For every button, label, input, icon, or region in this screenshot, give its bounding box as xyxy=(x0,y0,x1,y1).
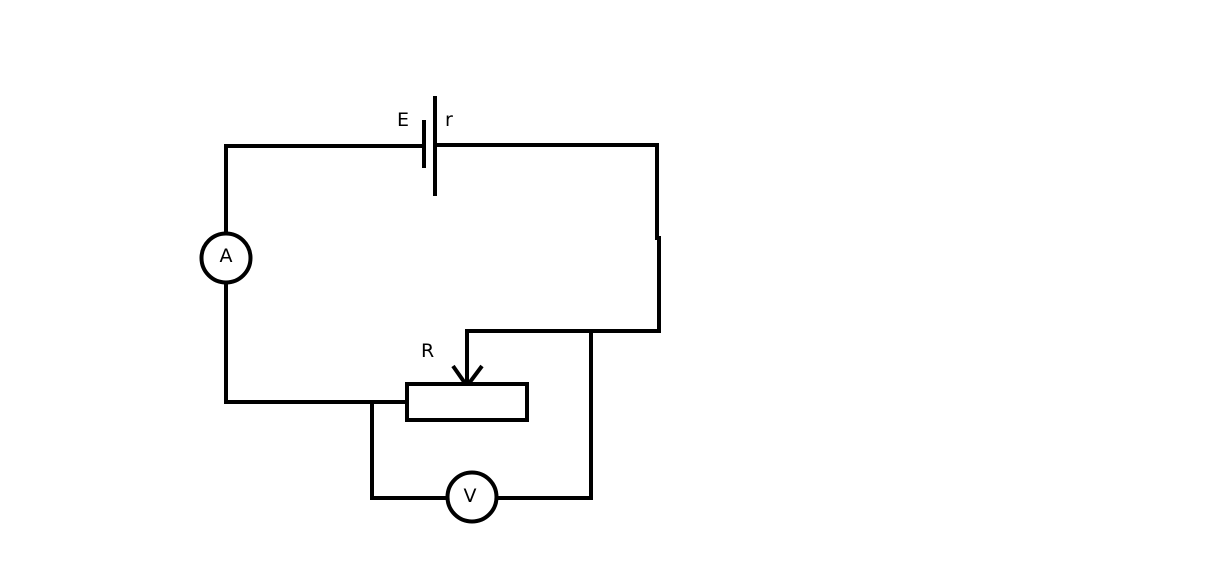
voltmeter-label: V xyxy=(464,485,477,507)
ammeter-label: A xyxy=(220,245,233,267)
ammeter-circle xyxy=(199,231,253,285)
rheostat-body xyxy=(405,382,529,422)
voltmeter-circle xyxy=(445,470,499,524)
wire-voltmeter-left-branch xyxy=(370,402,448,500)
battery-internal-resistance-label: r xyxy=(445,109,453,131)
battery-emf-label: E xyxy=(397,109,409,131)
wire-voltmeter-right-branch xyxy=(496,331,593,500)
wire-left-lower xyxy=(224,282,408,404)
wire-right-vertical xyxy=(655,143,661,331)
rheostat-label: R xyxy=(421,340,434,362)
wire-to-slider xyxy=(465,329,661,386)
